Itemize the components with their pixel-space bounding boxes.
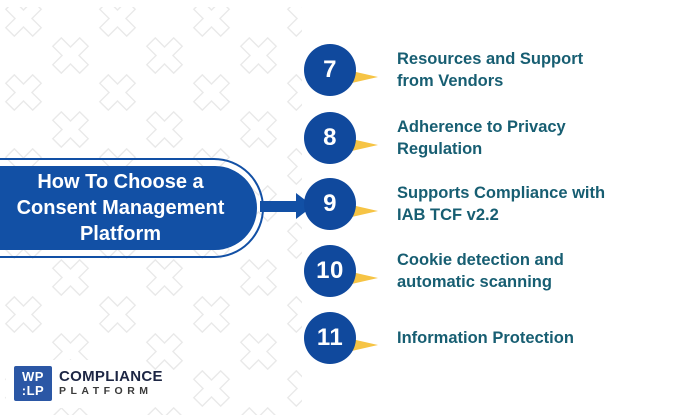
item-label-line-2: Regulation	[397, 140, 483, 158]
page-title-line-2: Consent Management	[16, 197, 225, 219]
item-number: 8	[323, 124, 337, 151]
item-label-line-1: Resources and Support	[397, 50, 584, 68]
item-label-line-2: IAB TCF v2.2	[397, 206, 499, 224]
brand-logo: WP :LP COMPLIANCE PLATFORM	[14, 366, 163, 401]
page-title-line-3: Platform	[79, 223, 162, 245]
wplp-logo-icon: WP :LP	[14, 366, 52, 401]
number-badge: 9	[304, 178, 356, 230]
item-label: Resources and Support from Vendors	[397, 48, 637, 92]
number-badge: 8	[304, 112, 356, 164]
item-label: Adherence to Privacy Regulation	[397, 116, 637, 160]
item-label-line-1: Cookie detection and	[397, 251, 564, 269]
connector-arrow-shaft	[260, 201, 297, 212]
logo-name-platform: PLATFORM	[59, 385, 153, 397]
logo-mark-line-2: :LP	[21, 382, 45, 398]
item-number: 9	[323, 190, 337, 217]
item-label-line-2: from Vendors	[397, 72, 504, 90]
item-label-line-1: Information Protection	[397, 329, 574, 347]
number-badge: 11	[304, 312, 356, 364]
number-badge: 10	[304, 245, 356, 297]
item-label-line-2: automatic scanning	[397, 273, 552, 291]
number-badge: 7	[304, 44, 356, 96]
item-number: 11	[316, 324, 344, 351]
title-capsule: How To Choose a Consent Management Platf…	[0, 166, 257, 250]
list-item: 7 Resources and Support from Vendors	[304, 37, 680, 103]
item-label-line-1: Adherence to Privacy	[397, 118, 566, 136]
list-item: 8 Adherence to Privacy Regulation	[304, 105, 680, 171]
item-label: Supports Compliance with IAB TCF v2.2	[397, 182, 637, 226]
list-item: 11 Information Protection	[304, 305, 680, 371]
item-label: Cookie detection and automatic scanning	[397, 249, 637, 293]
logo-name-compliance: COMPLIANCE	[59, 368, 163, 385]
item-label: Information Protection	[397, 327, 637, 349]
item-label-line-1: Supports Compliance with	[397, 184, 606, 202]
logo-wordmark: COMPLIANCE PLATFORM	[59, 369, 163, 398]
list-item: 10 Cookie detection and automatic scanni…	[304, 238, 680, 304]
list-item: 9 Supports Compliance with IAB TCF v2.2	[304, 171, 680, 237]
page-title-line-1: How To Choose a	[37, 171, 204, 193]
logo-mark-line-1: WP	[22, 368, 44, 384]
item-number: 7	[323, 56, 337, 83]
item-number: 10	[316, 257, 344, 284]
